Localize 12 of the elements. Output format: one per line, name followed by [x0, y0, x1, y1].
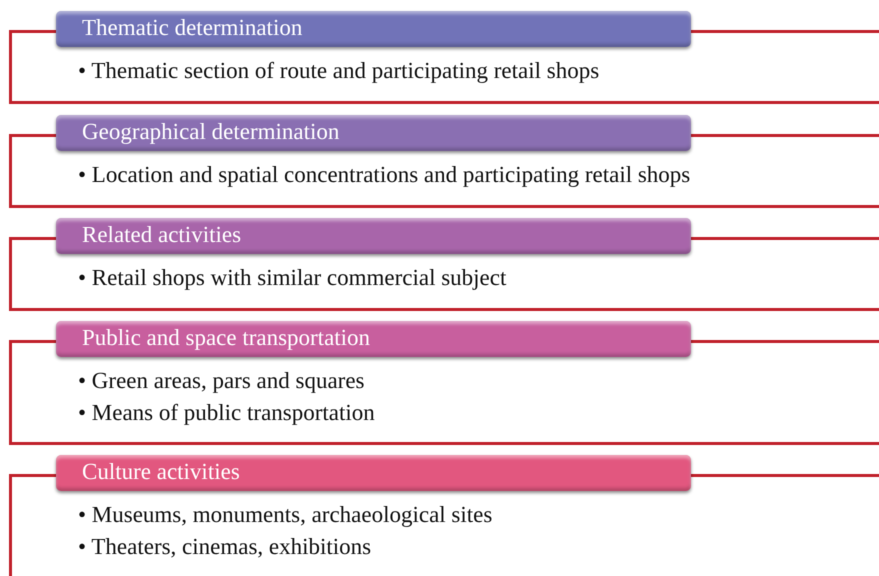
header-bar: Geographical determination [56, 115, 691, 151]
header-bar: Culture activities [56, 455, 691, 491]
header-bar: Related activities [56, 218, 691, 254]
header-bar: Public and space transportation [56, 321, 691, 357]
bullet-item: • Retail shops with similar commercial subject [78, 264, 506, 292]
bullet-item: • Theaters, cinemas, exhibitions [78, 533, 372, 561]
bullet-item: • Museums, monuments, archaeological sites [78, 501, 492, 529]
bullet-item: • Location and spatial concentrations and participating retail shops [78, 161, 690, 189]
bullet-item: • Green areas, pars and squares [78, 367, 366, 395]
header-bar: Thematic determination [56, 11, 691, 47]
bullet-item: • Means of public transportation [78, 399, 375, 427]
bullet-item: • Thematic section of route and participating retail shops [78, 57, 600, 85]
